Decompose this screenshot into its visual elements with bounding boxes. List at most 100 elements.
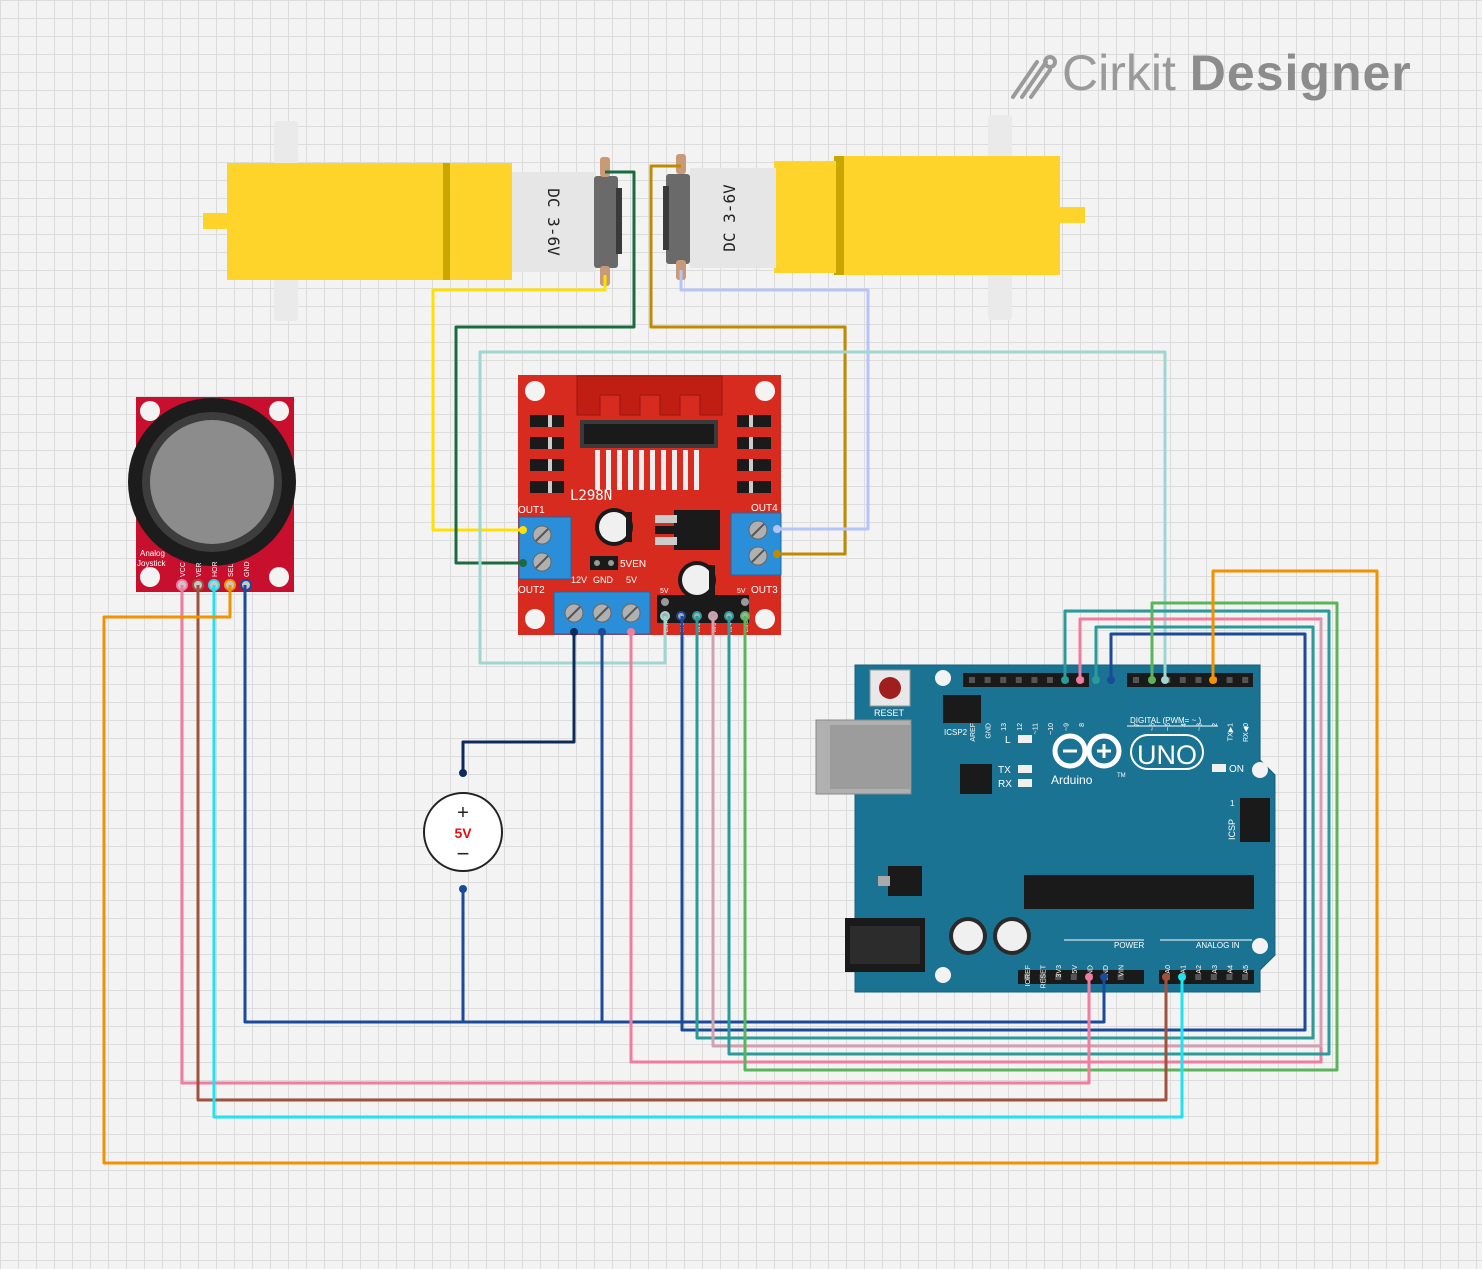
- wire-navy-in1[interactable]: [680, 616, 1307, 1032]
- arduino-pin[interactable]: [1055, 974, 1062, 980]
- arduino-pin-label: 5V: [1072, 965, 1079, 974]
- driver-pin-5v: 5V: [626, 575, 637, 585]
- arduino-pin-label: GND: [1087, 965, 1094, 981]
- arduino-pin[interactable]: [984, 677, 991, 683]
- joystick-pin-label: VER: [196, 563, 203, 577]
- joystick-pin-label: HOR: [212, 561, 219, 577]
- arduino-pin-label: GND: [1103, 965, 1110, 981]
- arduino-pin[interactable]: [1195, 677, 1202, 683]
- motor-right[interactable]: DC 3-6V: [663, 115, 1085, 320]
- arduino-digital-header: DIGITAL (PWM= ~ ): [1130, 716, 1201, 725]
- arduino-pin-label: A3: [1212, 965, 1219, 974]
- driver-out4-label: OUT4: [751, 503, 778, 514]
- arduino-pin-label: ~9: [1064, 723, 1071, 731]
- driver-logic-pin-label: IN 2: [696, 623, 702, 632]
- wire-black-navy[interactable]: [461, 630, 576, 773]
- arduino-pin-label: 7: [1134, 723, 1141, 727]
- joystick-pin-label: VCC: [180, 562, 187, 577]
- source-voltage: 5V: [454, 825, 472, 841]
- arduino-pin[interactable]: [1226, 974, 1233, 980]
- arduino-pin-label: A0: [1165, 965, 1172, 974]
- wire-orange-sel[interactable]: [102, 569, 1379, 1165]
- driver-pin-12v: 12V: [571, 575, 587, 585]
- arduino-pin[interactable]: [1242, 677, 1249, 683]
- arduino-pin-label: VIN: [1119, 965, 1126, 977]
- arduino-led-l: L: [1005, 735, 1011, 746]
- joystick-pin-label: SEL: [228, 564, 235, 577]
- wire-brown-ver[interactable]: [196, 585, 1168, 1102]
- arduino-icsp-label: ICSP: [1227, 819, 1237, 840]
- wire-teal-in4[interactable]: [727, 609, 1331, 1056]
- wire-green-enb[interactable]: [743, 601, 1339, 1072]
- arduino-pin[interactable]: [1070, 974, 1077, 980]
- arduino-led-on: ON: [1229, 764, 1244, 775]
- arduino-pin[interactable]: [1000, 677, 1007, 683]
- arduino-pin-label: RESET: [1041, 964, 1048, 988]
- wire-navy-joy-gnd[interactable]: [243, 585, 463, 1024]
- joystick-title: Analog Joystick: [137, 549, 167, 568]
- wire-pink-vcc[interactable]: [180, 585, 1091, 1085]
- arduino-pin[interactable]: [1195, 974, 1202, 980]
- arduino-reset-label: RESET: [874, 708, 905, 718]
- analog-joystick[interactable]: Analog Joystick VCC VER HOR SEL GND: [128, 397, 296, 592]
- arduino-pin-label: ~3: [1196, 723, 1203, 731]
- wire-mauve-in3[interactable]: [711, 616, 1323, 1048]
- wire-aqua[interactable]: [478, 350, 1167, 680]
- arduino-pin-label: TX▶1: [1228, 723, 1235, 741]
- arduino-pin-label: RX◀0: [1243, 723, 1250, 742]
- brand-logo: Cirkit Designer: [1062, 44, 1412, 102]
- arduino-pin[interactable]: [1242, 974, 1248, 980]
- driver-chip-label: L298N: [570, 488, 612, 504]
- arduino-uno[interactable]: RESET ICSP2 L TX RX ON UNO Arduino TM: [815, 664, 1276, 993]
- arduino-pin-label: 12: [1017, 723, 1024, 731]
- l298n-driver[interactable]: L298N 5VEN OUT1 OUT2 OUT4 OUT3: [518, 375, 782, 635]
- wire-gold[interactable]: [649, 164, 847, 556]
- arduino-led-rx: RX: [998, 779, 1012, 790]
- brand-logo-icon: [1011, 55, 1057, 99]
- arduino-pin[interactable]: [1015, 677, 1022, 683]
- arduino-led-tx: TX: [998, 765, 1011, 776]
- arduino-analog-header: ANALOG IN: [1196, 941, 1240, 950]
- arduino-pin-label: A4: [1227, 965, 1234, 974]
- wire-navy-gnd[interactable]: [461, 889, 1106, 1024]
- driver-logic-pin-label: EN A: [664, 620, 670, 632]
- arduino-pin-label: ~5: [1165, 723, 1172, 731]
- driver-jumper-left: 5V: [660, 588, 669, 595]
- wire-endpoints: [459, 525, 781, 893]
- dc-source-5v[interactable]: + 5V −: [423, 792, 503, 872]
- wire-dark-green[interactable]: [454, 170, 636, 565]
- driver-out1-label: OUT1: [518, 505, 545, 516]
- arduino-pin[interactable]: [1226, 677, 1233, 683]
- arduino-pin-label: ~11: [1032, 723, 1039, 734]
- driver-jumper-pin: [661, 598, 669, 606]
- wire-lavender[interactable]: [679, 270, 870, 531]
- arduino-pin[interactable]: [1117, 974, 1124, 980]
- arduino-pin-label: 2: [1212, 723, 1219, 727]
- arduino-pin[interactable]: [1179, 677, 1186, 683]
- source-plus: +: [457, 802, 469, 824]
- wire-cyan-hor[interactable]: [212, 585, 1184, 1119]
- arduino-pin-label: ~10: [1048, 723, 1055, 735]
- arduino-pin[interactable]: [1133, 677, 1139, 683]
- motor-right-label: DC 3-6V: [720, 184, 739, 252]
- wire-yellow[interactable]: [431, 275, 607, 532]
- arduino-icsp2-label: ICSP2: [944, 728, 968, 737]
- arduino-pin[interactable]: [1024, 974, 1030, 980]
- arduino-tm-mark: TM: [1117, 773, 1126, 779]
- driver-logic-pin-label: EN B: [744, 620, 750, 632]
- arduino-icsp-one: 1: [1230, 799, 1235, 808]
- motor-left[interactable]: DC 3-6V: [203, 121, 622, 321]
- joystick-pin-label: GND: [244, 561, 251, 577]
- arduino-pin-label: AREF: [970, 723, 977, 742]
- arduino-pin[interactable]: [1031, 677, 1038, 683]
- arduino-pin-label: ~6: [1150, 723, 1157, 731]
- wire-teal-in2[interactable]: [695, 616, 1315, 1040]
- arduino-pin-label: A2: [1196, 965, 1203, 974]
- arduino-pin[interactable]: [1210, 974, 1217, 980]
- arduino-pin[interactable]: [1039, 974, 1046, 980]
- arduino-pin[interactable]: [1047, 677, 1053, 683]
- brand-cirkit: Cirkit: [1062, 45, 1176, 101]
- arduino-pin[interactable]: [969, 677, 975, 683]
